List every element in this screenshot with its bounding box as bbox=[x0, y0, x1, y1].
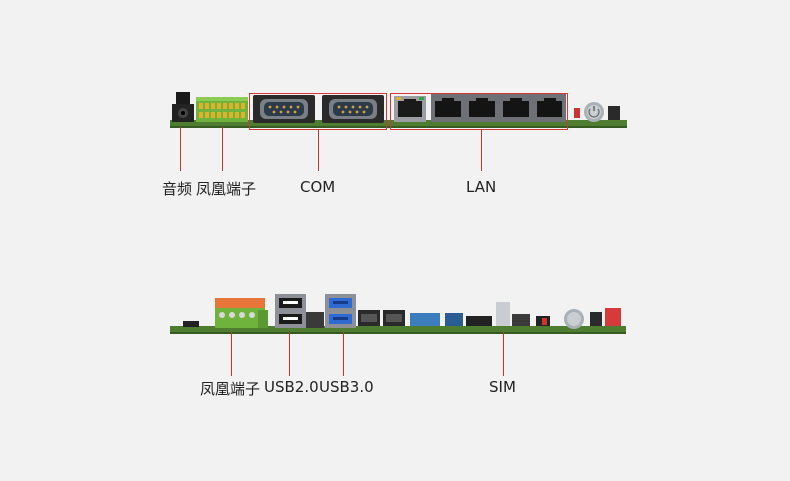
lan-port-1 bbox=[394, 96, 426, 122]
lan-highlight-box bbox=[390, 93, 568, 130]
com-port-2 bbox=[322, 95, 384, 123]
lan-leader-line bbox=[481, 130, 482, 171]
bottom-board-panel: 凤凰端子 USB2.0 USB3.0 SIM bbox=[0, 240, 790, 481]
audio-jack bbox=[172, 92, 194, 122]
red-connector bbox=[605, 308, 621, 326]
usb2-port-stack bbox=[275, 294, 306, 328]
audio-leader-line bbox=[180, 127, 181, 171]
label-com: COM bbox=[300, 178, 336, 196]
usb3-port-stack bbox=[325, 294, 356, 328]
top-board-panel: 音频 凤凰端子 COM LAN bbox=[0, 0, 790, 240]
com-leader-line bbox=[318, 130, 319, 171]
lan-port-4 bbox=[499, 94, 533, 122]
lan-port-5 bbox=[533, 94, 566, 122]
small-header bbox=[183, 321, 199, 327]
label-sim: SIM bbox=[489, 378, 516, 396]
pcb-edge bbox=[170, 120, 627, 127]
bottom-board-illustration bbox=[170, 294, 626, 334]
sim-slot-area bbox=[410, 302, 530, 326]
led-indicator bbox=[574, 108, 580, 118]
label-phoenix-terminal-top: 凤凰端子 bbox=[196, 180, 257, 198]
com-port-1 bbox=[253, 95, 315, 123]
lan-port-3 bbox=[465, 94, 499, 122]
label-audio: 音频 bbox=[162, 180, 193, 198]
lan-port-2 bbox=[431, 94, 465, 122]
phoenix-top-leader-line bbox=[222, 127, 223, 171]
usb2-leader-line bbox=[289, 332, 290, 376]
reset-switch bbox=[608, 106, 620, 120]
power-button-bottom bbox=[564, 309, 584, 329]
usb3-leader-line bbox=[343, 332, 344, 376]
pcb-edge-bottom bbox=[170, 326, 626, 333]
phoenix-terminal-top bbox=[196, 97, 248, 122]
label-usb2: USB2.0 bbox=[264, 378, 319, 396]
top-board-illustration bbox=[170, 92, 627, 128]
label-usb3: USB3.0 bbox=[319, 378, 374, 396]
com-highlight-box bbox=[249, 93, 387, 130]
label-lan: LAN bbox=[466, 178, 497, 196]
label-phoenix-terminal-bottom: 凤凰端子 bbox=[200, 380, 261, 398]
phoenix-terminal-bottom bbox=[215, 298, 268, 328]
power-button bbox=[584, 102, 604, 122]
phoenix-bottom-leader-line bbox=[231, 332, 232, 376]
sim-leader-line bbox=[503, 332, 504, 376]
video-connectors bbox=[358, 310, 405, 326]
